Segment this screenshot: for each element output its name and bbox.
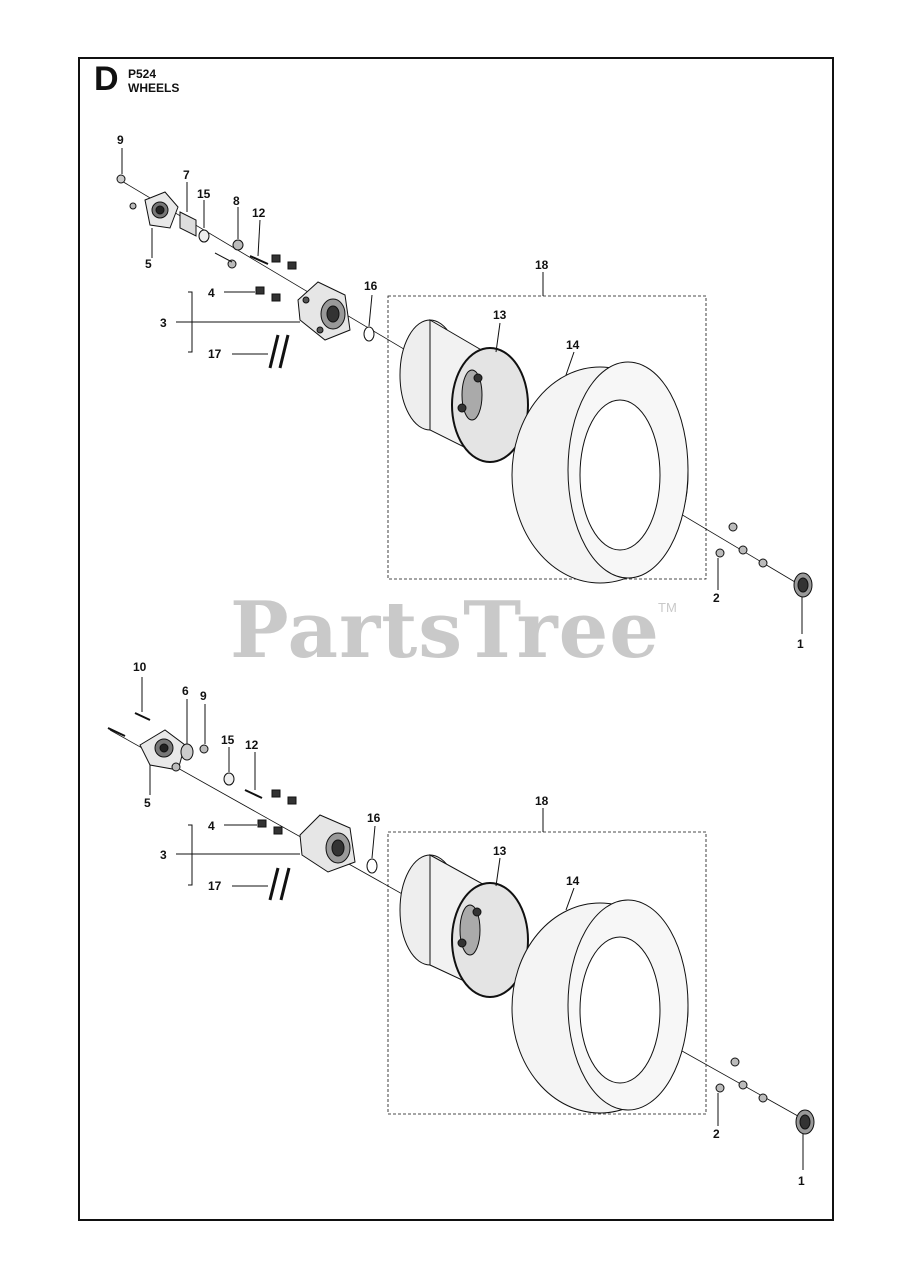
part-4-bolts [255, 254, 297, 302]
callout-7: 7 [183, 168, 190, 182]
part-3-hub [297, 281, 351, 341]
part-13-rim [399, 319, 529, 463]
drawing-frame [78, 57, 834, 1221]
part-9-nut [116, 174, 126, 184]
watermark-trademark: TM [658, 600, 677, 615]
callout-14: 14 [566, 338, 580, 352]
part-5-bearing [129, 191, 179, 229]
callout-10: 10 [133, 660, 147, 674]
part-16-ring [363, 326, 375, 342]
part-9-nut-lower [199, 744, 209, 754]
callout-1-lower: 1 [798, 1174, 805, 1188]
callout-13-lower: 13 [493, 844, 507, 858]
callout-13: 13 [493, 308, 507, 322]
lower-callouts: 10 6 9 15 12 5 4 3 17 16 18 13 14 2 1 [133, 660, 805, 1188]
part-15-washer [198, 229, 210, 243]
part-15-washer-lower [223, 772, 235, 786]
part-13-rim-lower [399, 854, 529, 998]
lower-assembly [107, 677, 815, 1170]
callout-9-lower: 9 [200, 689, 207, 703]
callout-15-lower: 15 [221, 733, 235, 747]
part-12-key [249, 255, 269, 265]
callout-5: 5 [145, 257, 152, 271]
part-4-bolts-lower [257, 789, 297, 835]
upper-assembly [116, 148, 813, 634]
callout-8: 8 [233, 194, 240, 208]
part-3-hub-lower [299, 814, 356, 873]
callout-1: 1 [797, 637, 804, 651]
callout-2: 2 [713, 591, 720, 605]
section-letter: D [94, 60, 119, 98]
callout-14-lower: 14 [566, 874, 580, 888]
callout-18: 18 [535, 258, 549, 272]
callout-15: 15 [197, 187, 211, 201]
callout-3-lower: 3 [160, 848, 167, 862]
callout-4-lower: 4 [208, 819, 215, 833]
callout-12-lower: 12 [245, 738, 259, 752]
callout-17: 17 [208, 347, 222, 361]
upper-callouts: 9 7 15 8 12 5 4 3 17 16 18 13 14 2 1 [117, 133, 804, 651]
callout-6: 6 [182, 684, 189, 698]
part-17-studs [268, 334, 290, 369]
callout-9: 9 [117, 133, 124, 147]
part-8-nut [232, 239, 244, 251]
part-1-cap [793, 572, 813, 598]
callout-16: 16 [364, 279, 378, 293]
part-7-sleeve [179, 211, 197, 237]
callout-2-lower: 2 [713, 1127, 720, 1141]
callout-5-lower: 5 [144, 796, 151, 810]
callout-16-lower: 16 [367, 811, 381, 825]
part-14-tire [511, 361, 689, 584]
callout-3: 3 [160, 316, 167, 330]
callout-4: 4 [208, 286, 215, 300]
part-5-bearing-lower [139, 729, 186, 772]
callout-12: 12 [252, 206, 266, 220]
watermark-text: PartsTree [230, 585, 660, 676]
callout-17-lower: 17 [208, 879, 222, 893]
page-title: WHEELS [128, 81, 180, 95]
part-14-tire-lower [511, 899, 689, 1114]
callout-18-lower: 18 [535, 794, 549, 808]
part-18-box [387, 295, 707, 580]
model-number: P524 [128, 67, 157, 81]
part-6-collar [180, 743, 194, 761]
